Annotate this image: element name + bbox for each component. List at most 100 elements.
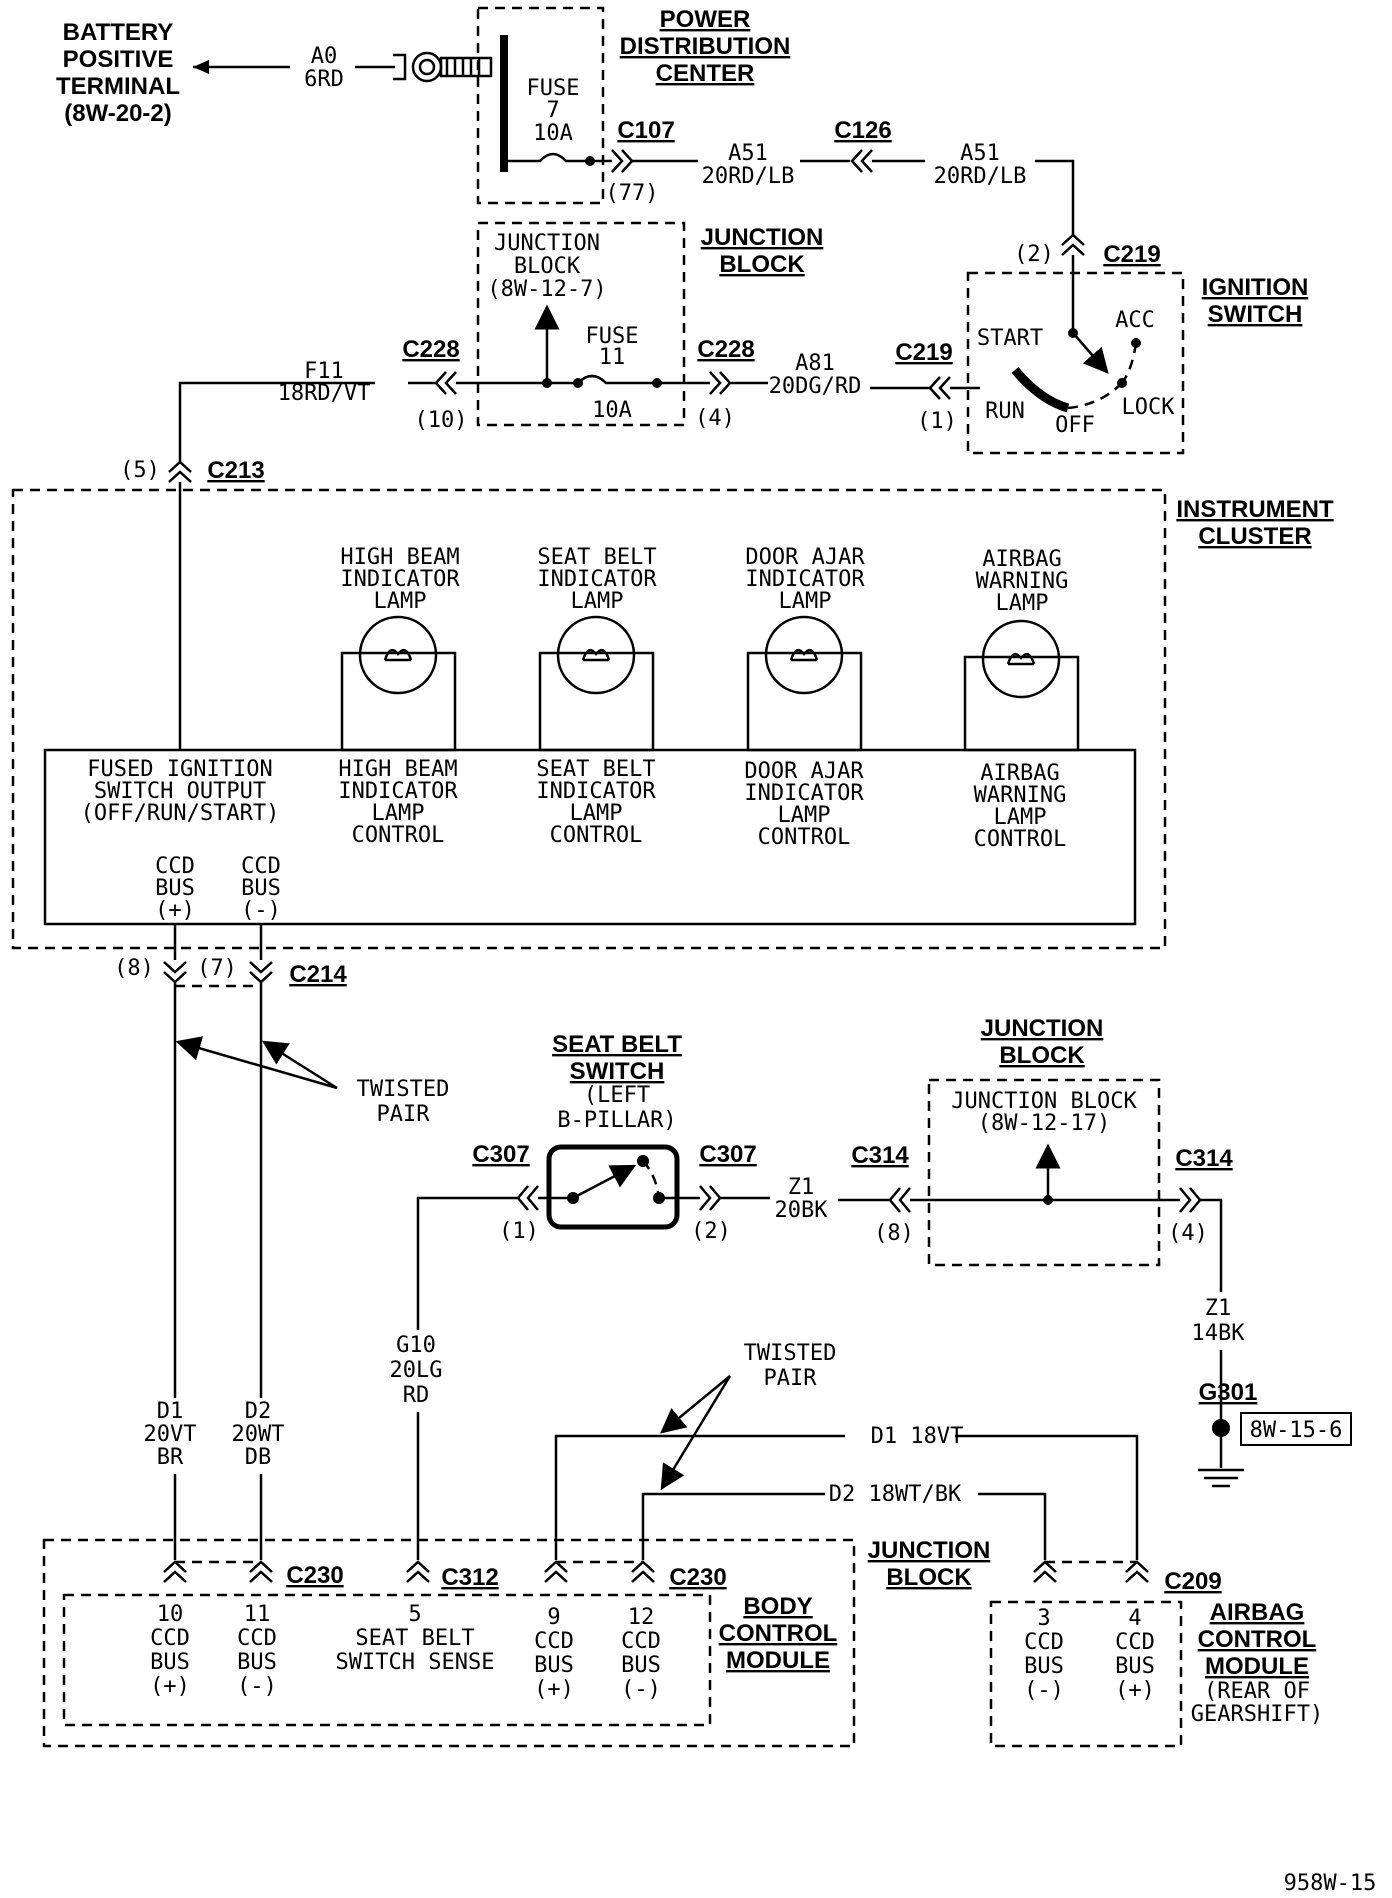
page-id: 958W-15	[1284, 1871, 1377, 1896]
svg-text:(+): (+)	[534, 1677, 574, 1702]
ground-splice	[1212, 1419, 1230, 1437]
svg-text:SWITCH SENSE: SWITCH SENSE	[336, 1650, 495, 1675]
jb1-node-b	[573, 378, 583, 388]
cluster-ccd-bus-pos: CCD BUS (+)	[155, 854, 195, 923]
control-airbag: AIRBAG WARNING LAMP CONTROL	[974, 761, 1067, 852]
sb-switch-wiper	[572, 1164, 637, 1200]
bcm-pin-9: 9 CCD BUS (+)	[534, 1605, 574, 1702]
svg-text:20LG: 20LG	[390, 1358, 443, 1383]
svg-text:FUSED IGNITION: FUSED IGNITION	[87, 757, 272, 782]
wire-f11	[178, 381, 436, 462]
svg-text:LAMP: LAMP	[570, 801, 623, 826]
acm-box	[989, 1600, 1183, 1748]
svg-text:3: 3	[1037, 1606, 1050, 1631]
svg-text:G10: G10	[396, 1333, 436, 1358]
svg-text:CCD: CCD	[241, 854, 281, 879]
svg-text:(+): (+)	[150, 1674, 190, 1699]
svg-text:CCD: CCD	[621, 1629, 661, 1654]
fused-ignition-output-label: FUSED IGNITION SWITCH OUTPUT (OFF/RUN/ST…	[81, 757, 280, 826]
pdc-fuse-7-label: FUSE 7 10A	[527, 76, 580, 146]
svg-text:JUNCTION: JUNCTION	[981, 1015, 1104, 1042]
ign-acc-label: ACC	[1115, 308, 1155, 333]
svg-text:BUS: BUS	[155, 876, 195, 901]
svg-text:LAMP: LAMP	[571, 589, 624, 614]
svg-text:DISTRIBUTION: DISTRIBUTION	[620, 33, 791, 60]
acm-pin-3: 3 CCD BUS (-)	[1024, 1606, 1064, 1703]
svg-text:CCD: CCD	[237, 1626, 277, 1651]
svg-text:CCD: CCD	[155, 854, 195, 879]
c314-left-pin: (8)	[874, 1221, 914, 1246]
svg-text:12: 12	[628, 1605, 655, 1630]
svg-text:SEAT BELT: SEAT BELT	[536, 757, 655, 782]
svg-text:LAMP: LAMP	[779, 589, 832, 614]
wire-a0-color: 6RD	[304, 67, 344, 92]
pdc-box	[476, 6, 605, 205]
c209-label: C209	[1164, 1568, 1221, 1595]
pdc-title: POWER DISTRIBUTION CENTER	[620, 6, 791, 87]
jb1-fuse-11-label: FUSE 11 10A	[586, 324, 639, 423]
svg-text:SWITCH: SWITCH	[1208, 301, 1303, 328]
svg-text:CLUSTER: CLUSTER	[1198, 523, 1311, 550]
c312-label: C312	[441, 1564, 498, 1591]
svg-text:CONTROL: CONTROL	[550, 823, 643, 848]
twisted-pair-label-2: TWISTED PAIR	[744, 1341, 837, 1391]
wire-d2-right-a	[641, 1492, 825, 1560]
lamp-door-ajar: DOOR AJAR INDICATOR LAMP	[745, 545, 865, 752]
c230-right-label: C230	[669, 1564, 726, 1591]
c219-mid-connector-icon	[928, 376, 951, 400]
svg-text:CONTROL: CONTROL	[974, 827, 1067, 852]
svg-text:LAMP: LAMP	[996, 591, 1049, 616]
svg-text:SWITCH OUTPUT: SWITCH OUTPUT	[94, 779, 266, 804]
c228-right-connector-icon	[709, 371, 732, 395]
svg-text:LAMP: LAMP	[994, 805, 1047, 830]
bcm-title: BODY CONTROL MODULE	[719, 1593, 838, 1674]
wire-a51-d	[1035, 159, 1075, 237]
wire-a51-2-label: A51	[960, 141, 1000, 166]
svg-text:AIRBAG: AIRBAG	[980, 761, 1059, 786]
wire-d2-left-label: D2 20WT DB	[232, 1399, 285, 1470]
bulb-icon	[764, 615, 844, 695]
wire-z1-a-color: 20BK	[775, 1198, 829, 1223]
svg-text:CONTROL: CONTROL	[758, 825, 851, 850]
c307-left-connector-icon	[516, 1185, 539, 1211]
wire-z1-b-label: Z1	[1205, 1296, 1232, 1321]
svg-text:AIRBAG: AIRBAG	[982, 547, 1061, 572]
c213-connector-icon	[168, 460, 192, 483]
bcm-pin-11: 11 CCD BUS (-)	[237, 1602, 277, 1699]
svg-text:WARNING: WARNING	[974, 783, 1067, 808]
svg-text:JUNCTION: JUNCTION	[868, 1537, 991, 1564]
g301-label: G301	[1199, 1379, 1258, 1406]
c314-right-label: C314	[1175, 1145, 1233, 1172]
c107-pin: (77)	[606, 181, 659, 206]
svg-text:SEAT BELT: SEAT BELT	[537, 545, 656, 570]
wire-f11-label: F11	[304, 359, 344, 384]
instrument-cluster-box	[11, 488, 1167, 950]
c219-top-pin: (2)	[1014, 242, 1054, 267]
c314-right-pin: (4)	[1168, 1221, 1208, 1246]
svg-text:POSITIVE: POSITIVE	[63, 46, 174, 73]
svg-text:D1: D1	[157, 1399, 184, 1424]
svg-text:WARNING: WARNING	[976, 569, 1069, 594]
c219-top-connector-icon	[1061, 233, 1085, 256]
acm-pin-4: 4 CCD BUS (+)	[1115, 1606, 1155, 1703]
c307-left-label: C307	[472, 1141, 529, 1168]
svg-text:10A: 10A	[592, 398, 632, 423]
svg-text:D2: D2	[245, 1399, 272, 1424]
svg-text:CCD: CCD	[1115, 1630, 1155, 1655]
jb1-node-a	[542, 378, 552, 388]
c307-left-pin: (1)	[499, 1219, 539, 1244]
svg-text:SEAT BELT: SEAT BELT	[552, 1031, 682, 1058]
c228-left-connector-icon	[434, 371, 457, 395]
twisted-pair-arrow-4	[660, 1375, 732, 1491]
wire-d1-right-a	[554, 1434, 845, 1560]
control-door-ajar: DOOR AJAR INDICATOR LAMP CONTROL	[744, 759, 864, 850]
svg-text:BUS: BUS	[237, 1650, 277, 1675]
svg-text:CENTER: CENTER	[656, 60, 755, 87]
svg-text:(OFF/RUN/START): (OFF/RUN/START)	[81, 801, 280, 826]
g301-ref: 8W-15-6	[1250, 1418, 1343, 1443]
svg-text:BR: BR	[157, 1445, 184, 1470]
svg-text:RD: RD	[403, 1383, 430, 1408]
c213-pin: (5)	[120, 458, 160, 483]
wire-a51-1-label: A51	[728, 141, 768, 166]
svg-text:JUNCTION BLOCK: JUNCTION BLOCK	[951, 1089, 1137, 1114]
